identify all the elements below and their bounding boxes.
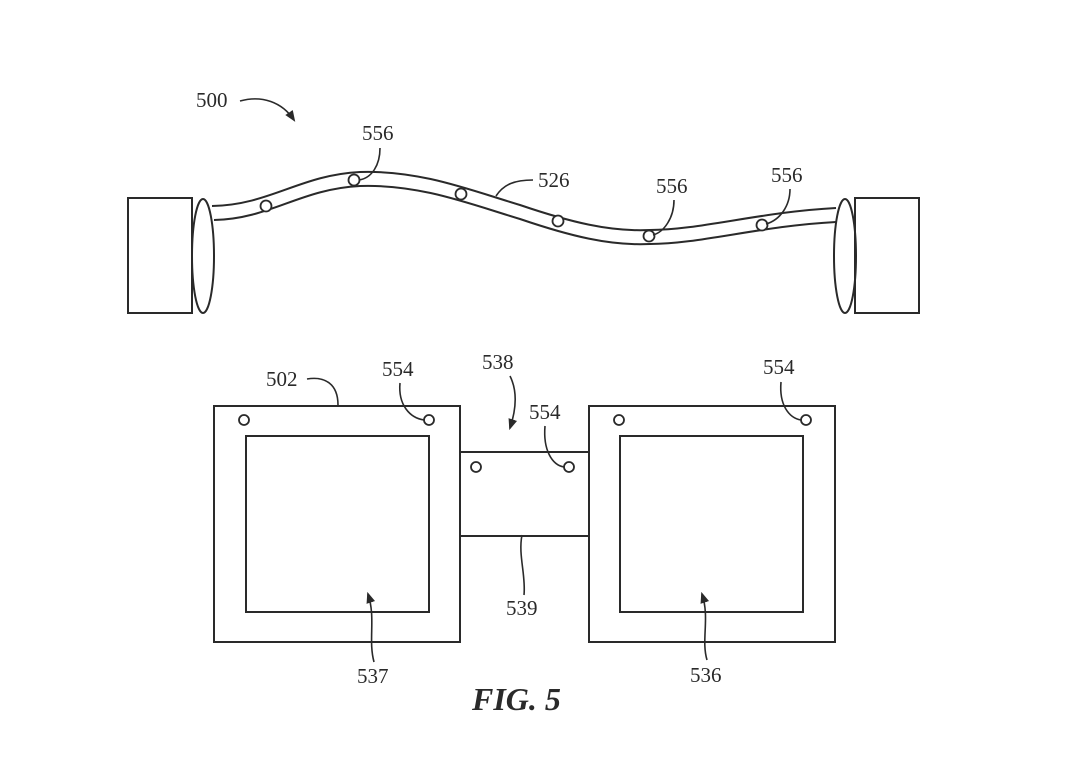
- right-frame: [588, 405, 836, 643]
- leader-556-middle: [652, 199, 675, 236]
- band-sensor: [755, 218, 769, 232]
- label-536: 536: [690, 663, 722, 687]
- label-556-right: 556: [771, 163, 803, 187]
- top-view: 500 556 556 556 526: [127, 88, 920, 314]
- left-end-cap: [191, 198, 215, 314]
- band-sensor: [347, 173, 361, 187]
- band-sensor: [259, 199, 273, 213]
- band-lower-edge: [213, 184, 837, 246]
- label-538: 538: [482, 350, 514, 374]
- label-539: 539: [506, 596, 538, 620]
- leader-537: [366, 591, 376, 663]
- frame-sensor: [238, 414, 250, 426]
- frame-sensor: [423, 414, 435, 426]
- label-537: 537: [357, 664, 389, 688]
- band-upper-edge: [211, 170, 837, 232]
- leader-539: [520, 534, 526, 596]
- label-556-left: 556: [362, 121, 394, 145]
- label-554-bridge: 554: [529, 400, 561, 424]
- leader-538: [508, 375, 518, 431]
- label-556-middle: 556: [656, 174, 688, 198]
- band-sensor: [454, 187, 468, 201]
- frame-sensor: [613, 414, 625, 426]
- band-sensor: [642, 229, 656, 243]
- bridge-sensor: [563, 461, 575, 473]
- label-500: 500: [196, 88, 228, 112]
- bridge: [459, 451, 590, 537]
- bridge-sensor: [470, 461, 482, 473]
- left-end-block: [127, 197, 193, 314]
- label-554-left: 554: [382, 357, 414, 381]
- leader-526: [495, 179, 534, 197]
- leader-554-left: [399, 382, 425, 421]
- band-sensor: [551, 214, 565, 228]
- leader-536: [700, 591, 710, 661]
- label-502: 502: [266, 367, 298, 391]
- label-526: 526: [538, 168, 570, 192]
- leader-554-right: [779, 381, 802, 421]
- right-end-block: [854, 197, 920, 314]
- left-lens: [245, 435, 430, 613]
- left-frame: [213, 405, 461, 643]
- frame-sensor: [800, 414, 812, 426]
- label-554-right: 554: [763, 355, 795, 379]
- leader-554-bridge: [543, 425, 565, 468]
- figure-caption: FIG. 5: [471, 681, 561, 717]
- right-end-cap: [833, 198, 857, 314]
- leader-556-left: [358, 147, 381, 181]
- leader-556-right: [765, 188, 791, 225]
- leader-500: [239, 98, 296, 122]
- leader-502: [306, 377, 339, 406]
- bottom-view: 502 554 554 554 538 539 537 536: [213, 350, 836, 688]
- right-lens: [619, 435, 804, 613]
